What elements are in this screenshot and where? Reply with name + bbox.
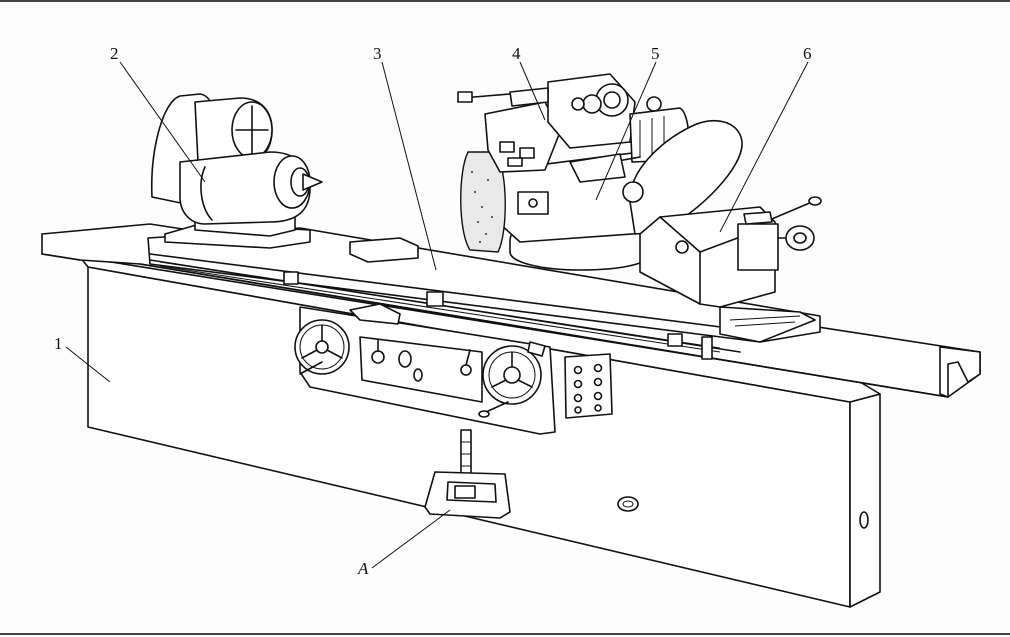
label-2: 2 [110,44,119,63]
label-A: A [357,559,369,578]
leader-A [371,509,451,569]
leader-lines [65,61,809,569]
leader-6 [719,61,809,233]
leader-3 [381,61,437,271]
headstock [150,93,323,249]
label-1: 1 [54,334,63,353]
leader-5 [595,61,657,201]
leader-1 [65,346,111,383]
wheelhead [457,73,743,271]
table-slab [41,223,981,398]
foot-pedal [424,429,511,519]
control-apron [294,303,556,435]
button-panel [564,353,613,419]
label-4: 4 [512,44,521,63]
leader-4 [519,61,546,121]
tailstock [639,196,822,308]
callout-labels: 1 2 3 4 5 6 A [54,44,812,578]
label-3: 3 [373,44,382,63]
leader-2 [119,61,206,183]
label-5: 5 [651,44,660,63]
wheel-speckle [471,171,493,243]
label-6: 6 [803,44,812,63]
